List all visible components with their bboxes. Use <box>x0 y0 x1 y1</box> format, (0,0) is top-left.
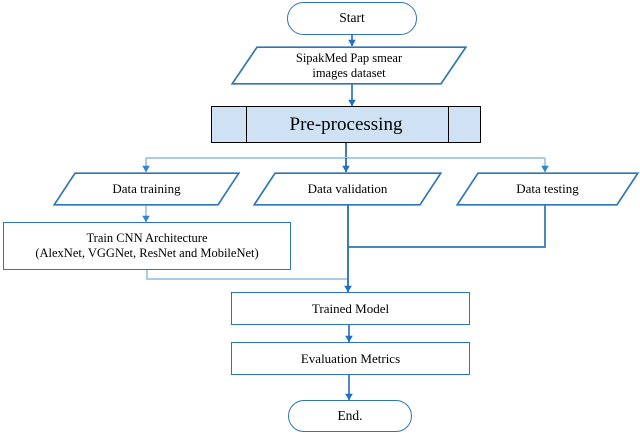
edge-testing-to-trained-model <box>348 205 546 248</box>
preprocess-divider-left <box>246 107 247 142</box>
node-start[interactable]: Start <box>287 2 417 35</box>
node-trained-model-label: Trained Model <box>311 300 390 316</box>
node-dataset[interactable]: SipakMed Pap smear images dataset <box>231 46 467 85</box>
node-data-validation[interactable]: Data validation <box>253 172 442 206</box>
node-data-validation-label: Data validation <box>307 181 388 196</box>
node-evaluation-metrics-label: Evaluation Metrics <box>300 350 401 366</box>
node-data-testing-label: Data testing <box>516 181 579 196</box>
node-trained-model[interactable]: Trained Model <box>231 292 470 325</box>
node-end[interactable]: End. <box>288 400 412 432</box>
parallelogram-shape <box>456 172 639 206</box>
node-evaluation-metrics[interactable]: Evaluation Metrics <box>231 342 470 375</box>
node-train-cnn[interactable]: Train CNN Architecture (AlexNet, VGGNet,… <box>3 222 291 270</box>
node-data-testing[interactable]: Data testing <box>456 172 639 206</box>
node-train-cnn-label: Train CNN Architecture (AlexNet, VGGNet,… <box>35 230 259 260</box>
node-end-label: End. <box>337 407 363 423</box>
node-data-training-label: Data training <box>112 181 181 196</box>
edge-traincnn-to-trained-model <box>146 270 348 280</box>
node-dataset-label: SipakMed Pap smear images dataset <box>295 50 403 80</box>
parallelogram-shape <box>231 46 467 85</box>
preprocess-divider-right <box>448 107 449 142</box>
node-start-label: Start <box>339 10 365 26</box>
node-preprocess-label: Pre-processing <box>289 113 403 135</box>
parallelogram-shape <box>253 172 442 206</box>
parallelogram-shape <box>53 172 240 206</box>
node-data-training[interactable]: Data training <box>53 172 240 206</box>
node-preprocess[interactable]: Pre-processing <box>211 106 481 143</box>
